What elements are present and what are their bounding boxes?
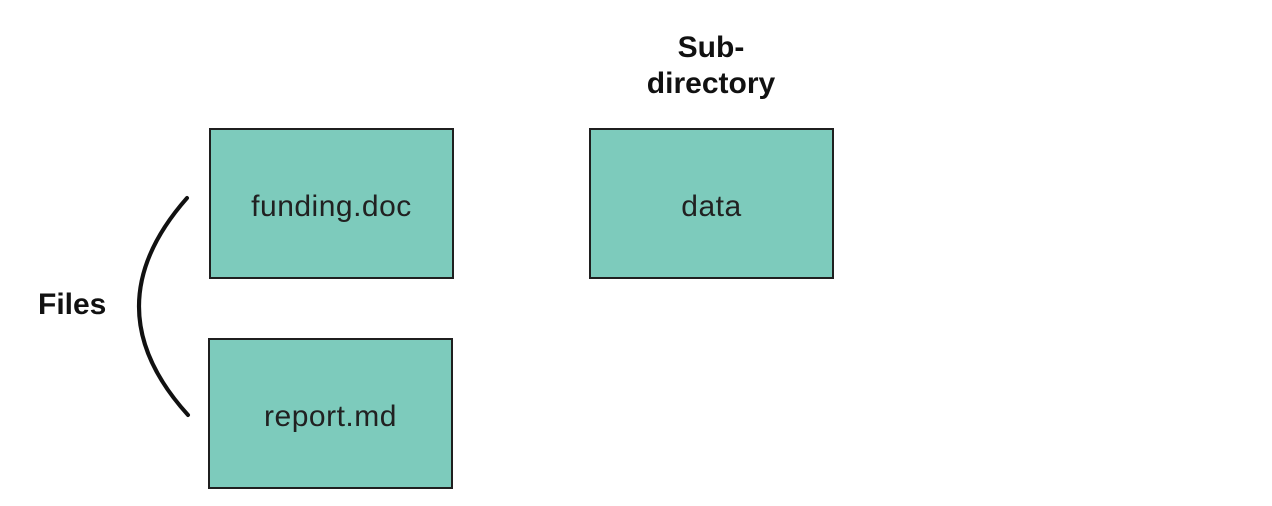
subdirectory-label: Sub- directory — [646, 31, 776, 100]
file-node-report-md-label: report.md — [264, 399, 397, 433]
subdirectory-node-data-label: data — [681, 189, 742, 223]
files-label: Files — [38, 288, 107, 321]
subdirectory-node-data: data — [589, 128, 834, 279]
file-node-funding-doc-label: funding.doc — [251, 189, 412, 223]
file-node-funding-doc: funding.doc — [209, 128, 454, 279]
file-node-report-md: report.md — [208, 338, 453, 489]
